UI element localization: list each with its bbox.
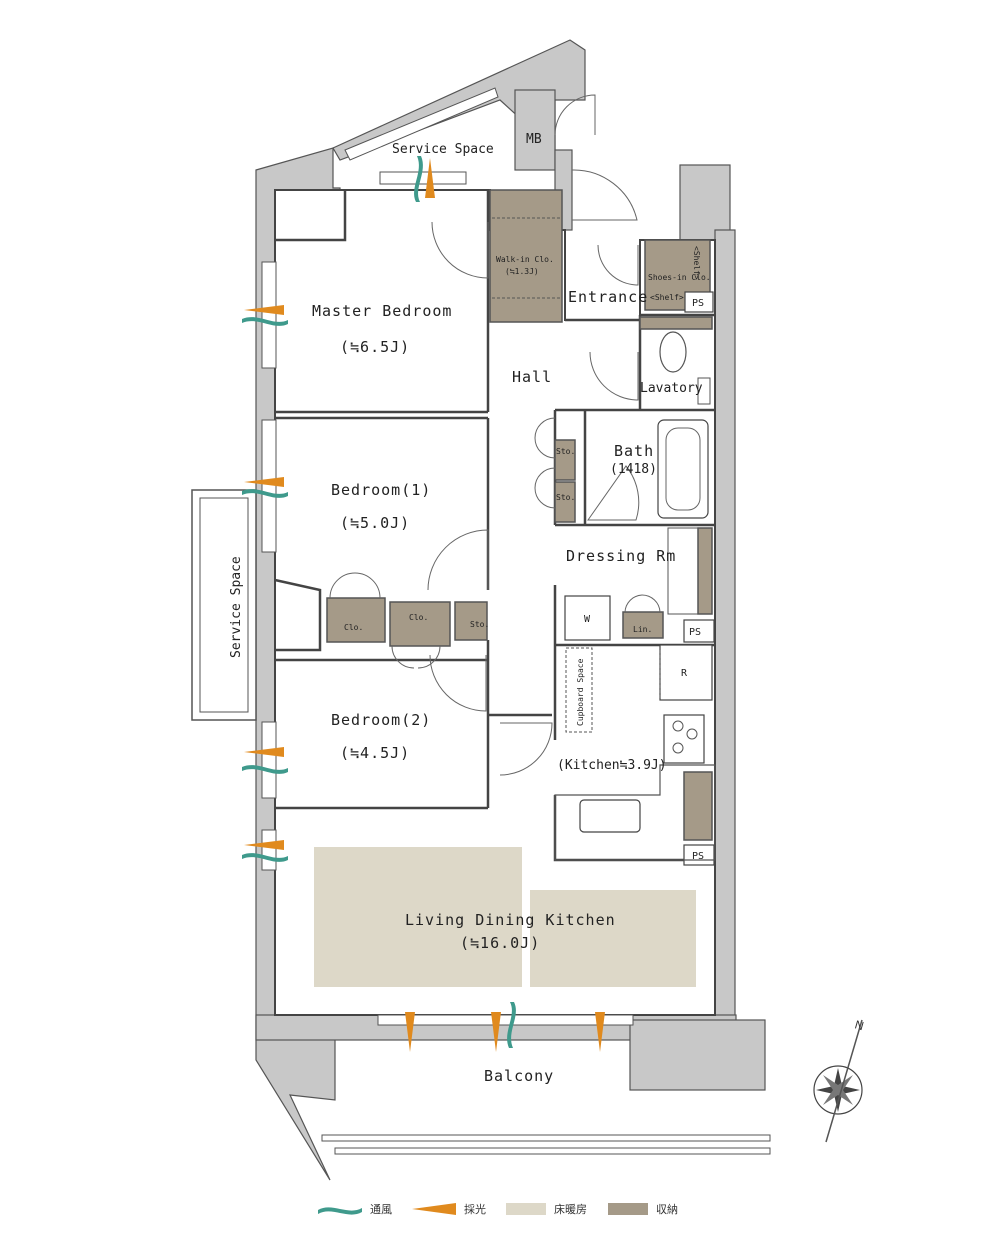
compass-icon: N — [813, 1017, 865, 1143]
legend-daylight-label: 採光 — [464, 1202, 486, 1216]
lavatory-shelf-block — [639, 316, 713, 330]
washer-label: W — [584, 614, 591, 625]
balcony-label: Balcony — [484, 1067, 554, 1085]
shoes-in-closet-label: Shoes-in Clo. — [648, 273, 711, 282]
cupboard-space-outline — [565, 647, 593, 733]
bedroom1-label: Bedroom(1) — [331, 481, 431, 499]
shelf-label: <Shelf> — [650, 293, 684, 302]
floor-heating-swatch — [506, 1203, 546, 1215]
shelf-vertical-label: <Shelf> — [692, 246, 701, 280]
legend-storage-label: 収納 — [656, 1203, 678, 1216]
cupboard-space-label: Cupboard Space — [576, 658, 585, 726]
closet-block-2 — [389, 601, 451, 647]
closet-label-1: Clo. — [344, 623, 363, 632]
sto-label-2: Sto. — [556, 493, 575, 502]
bedroom1-size: (≒5.0J) — [340, 514, 410, 532]
legend: 通風 採光 床暖房 収納 — [318, 1202, 678, 1216]
hall-label: Hall — [512, 368, 552, 386]
ps-label-2: PS — [689, 627, 701, 638]
bedroom2-label: Bedroom(2) — [331, 711, 431, 729]
refrigerator-box — [659, 644, 713, 701]
storage-swatch — [608, 1203, 648, 1215]
entrance-label: Entrance — [568, 288, 648, 306]
sto-block-2 — [554, 481, 576, 523]
ventilation-icon — [318, 1207, 362, 1215]
compass-north-label: N — [853, 1017, 865, 1033]
mb-label: MB — [526, 132, 542, 147]
ps-box-1 — [684, 291, 714, 313]
windows — [261, 171, 634, 1026]
sto-label-3: Sto. — [470, 620, 489, 629]
kitchen-sink — [579, 799, 641, 833]
refrigerator-label: R — [681, 668, 688, 679]
bath-label: Bath — [614, 442, 654, 460]
walk-in-closet-size: (≒1.3J) — [505, 267, 539, 276]
master-bedroom-label: Master Bedroom — [312, 302, 452, 320]
washer-box — [564, 595, 611, 641]
ps-box-2 — [683, 619, 715, 643]
dressing-storage-block — [697, 527, 713, 615]
sto-block-3 — [454, 601, 488, 641]
linen-block — [622, 611, 664, 639]
ps-label-3: PS — [692, 851, 704, 862]
toilet — [659, 331, 687, 373]
floor-heating-areas — [314, 847, 696, 987]
ps-label-1: PS — [692, 298, 704, 309]
service-space-side-label: Service Space — [229, 556, 244, 658]
closet-label-2: Clo. — [409, 613, 428, 622]
sto-block-1 — [554, 439, 576, 481]
dressing-room-label: Dressing Rm — [566, 547, 676, 565]
room-labels: Service Space MB Walk-in Clo. (≒1.3J) En… — [229, 132, 711, 1085]
closet-block-1 — [326, 597, 386, 643]
sto-label-1: Sto. — [556, 447, 575, 456]
bath-size: (1418) — [610, 462, 657, 477]
door-swings — [329, 94, 661, 776]
storage-blocks — [326, 189, 713, 841]
walk-in-closet-block — [489, 189, 563, 323]
bedroom2-size: (≒4.5J) — [340, 744, 410, 762]
walk-in-closet-label: Walk-in Clo. — [496, 255, 554, 264]
legend-floor-heating-label: 床暖房 — [554, 1202, 587, 1216]
legend-ventilation-label: 通風 — [370, 1203, 392, 1216]
cooktop — [663, 714, 705, 764]
fixtures — [554, 291, 716, 866]
master-bedroom-size: (≒6.5J) — [340, 338, 410, 356]
kitchen-counter — [554, 764, 716, 861]
daylight-icon — [412, 1203, 456, 1215]
kitchen-label: (Kitchen≒3.9J) — [557, 758, 667, 773]
ldk-label: Living Dining Kitchen — [405, 911, 616, 929]
ldk-size: (≒16.0J) — [460, 934, 540, 952]
linen-label: Lin. — [633, 625, 652, 634]
service-space-top-label: Service Space — [392, 142, 494, 157]
kitchen-storage-block — [683, 771, 713, 841]
lavatory-label: Lavatory — [640, 381, 703, 396]
